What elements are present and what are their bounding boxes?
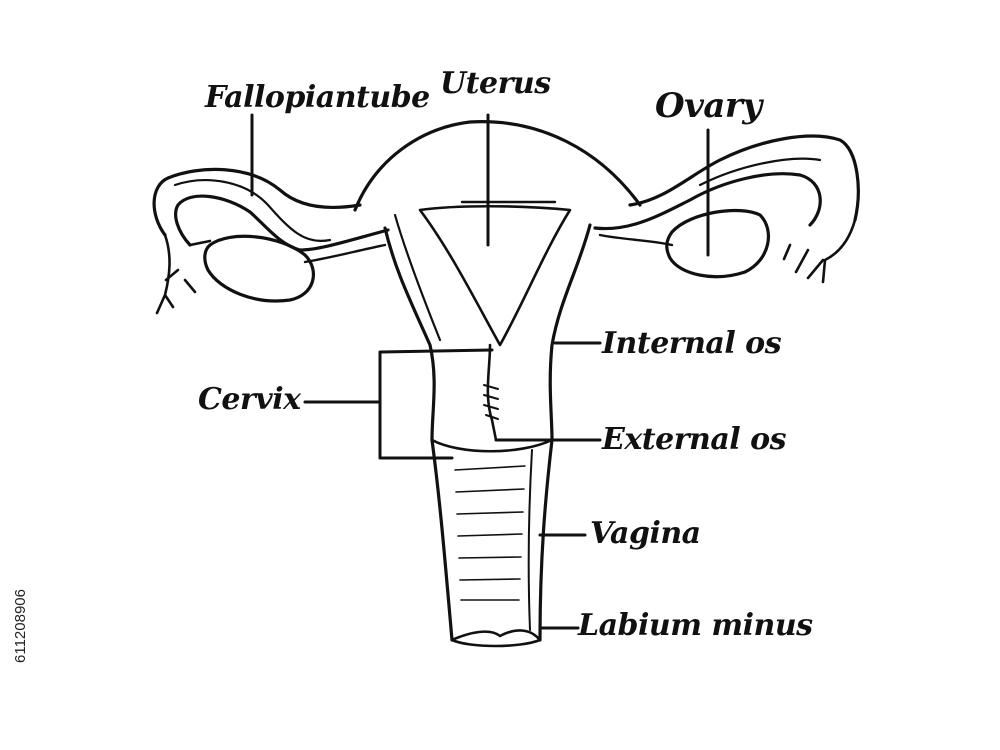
uterine-cavity (418, 204, 572, 347)
right-tube-upper (628, 134, 860, 222)
label-internal-os: Internal os (602, 326, 782, 361)
cervical-folds (483, 384, 499, 420)
left-tube-inner (173, 179, 332, 243)
vagina-left-wall (430, 438, 454, 642)
cervical-canal (486, 343, 498, 442)
vaginal-rugae (454, 465, 526, 601)
right-ovary (665, 208, 770, 279)
label-vagina: Vagina (590, 516, 701, 551)
left-tube-upper (152, 167, 362, 237)
label-external-os: External os (602, 422, 787, 457)
left-ovarian-ligament (303, 243, 387, 264)
labia-base (450, 629, 542, 648)
right-tube-inner (698, 157, 822, 187)
uterus-outline (353, 120, 642, 212)
inner-wall-left (393, 213, 442, 342)
left-fimbriae (155, 233, 212, 315)
label-ovary: Ovary (655, 86, 762, 126)
uterus-body-left (383, 226, 436, 442)
uterus-body-right (548, 223, 592, 442)
vagina-right-wall (538, 438, 554, 642)
right-fimbriae (782, 218, 857, 284)
label-labium-minus: Labium minus (578, 608, 813, 643)
left-tube-lower (174, 194, 390, 252)
cervix-bracket (378, 348, 494, 460)
cervix-lip (430, 438, 554, 453)
right-ovarian-ligament (598, 233, 674, 247)
vagina-inner-right (527, 449, 533, 631)
label-fallopian-tube: Fallopiantube (205, 80, 430, 115)
left-ovary (203, 234, 315, 303)
stock-id-text: 611208906 (12, 589, 29, 663)
right-tube-lower (593, 172, 822, 231)
label-cervix: Cervix (198, 382, 301, 417)
label-uterus: Uterus (440, 66, 551, 101)
